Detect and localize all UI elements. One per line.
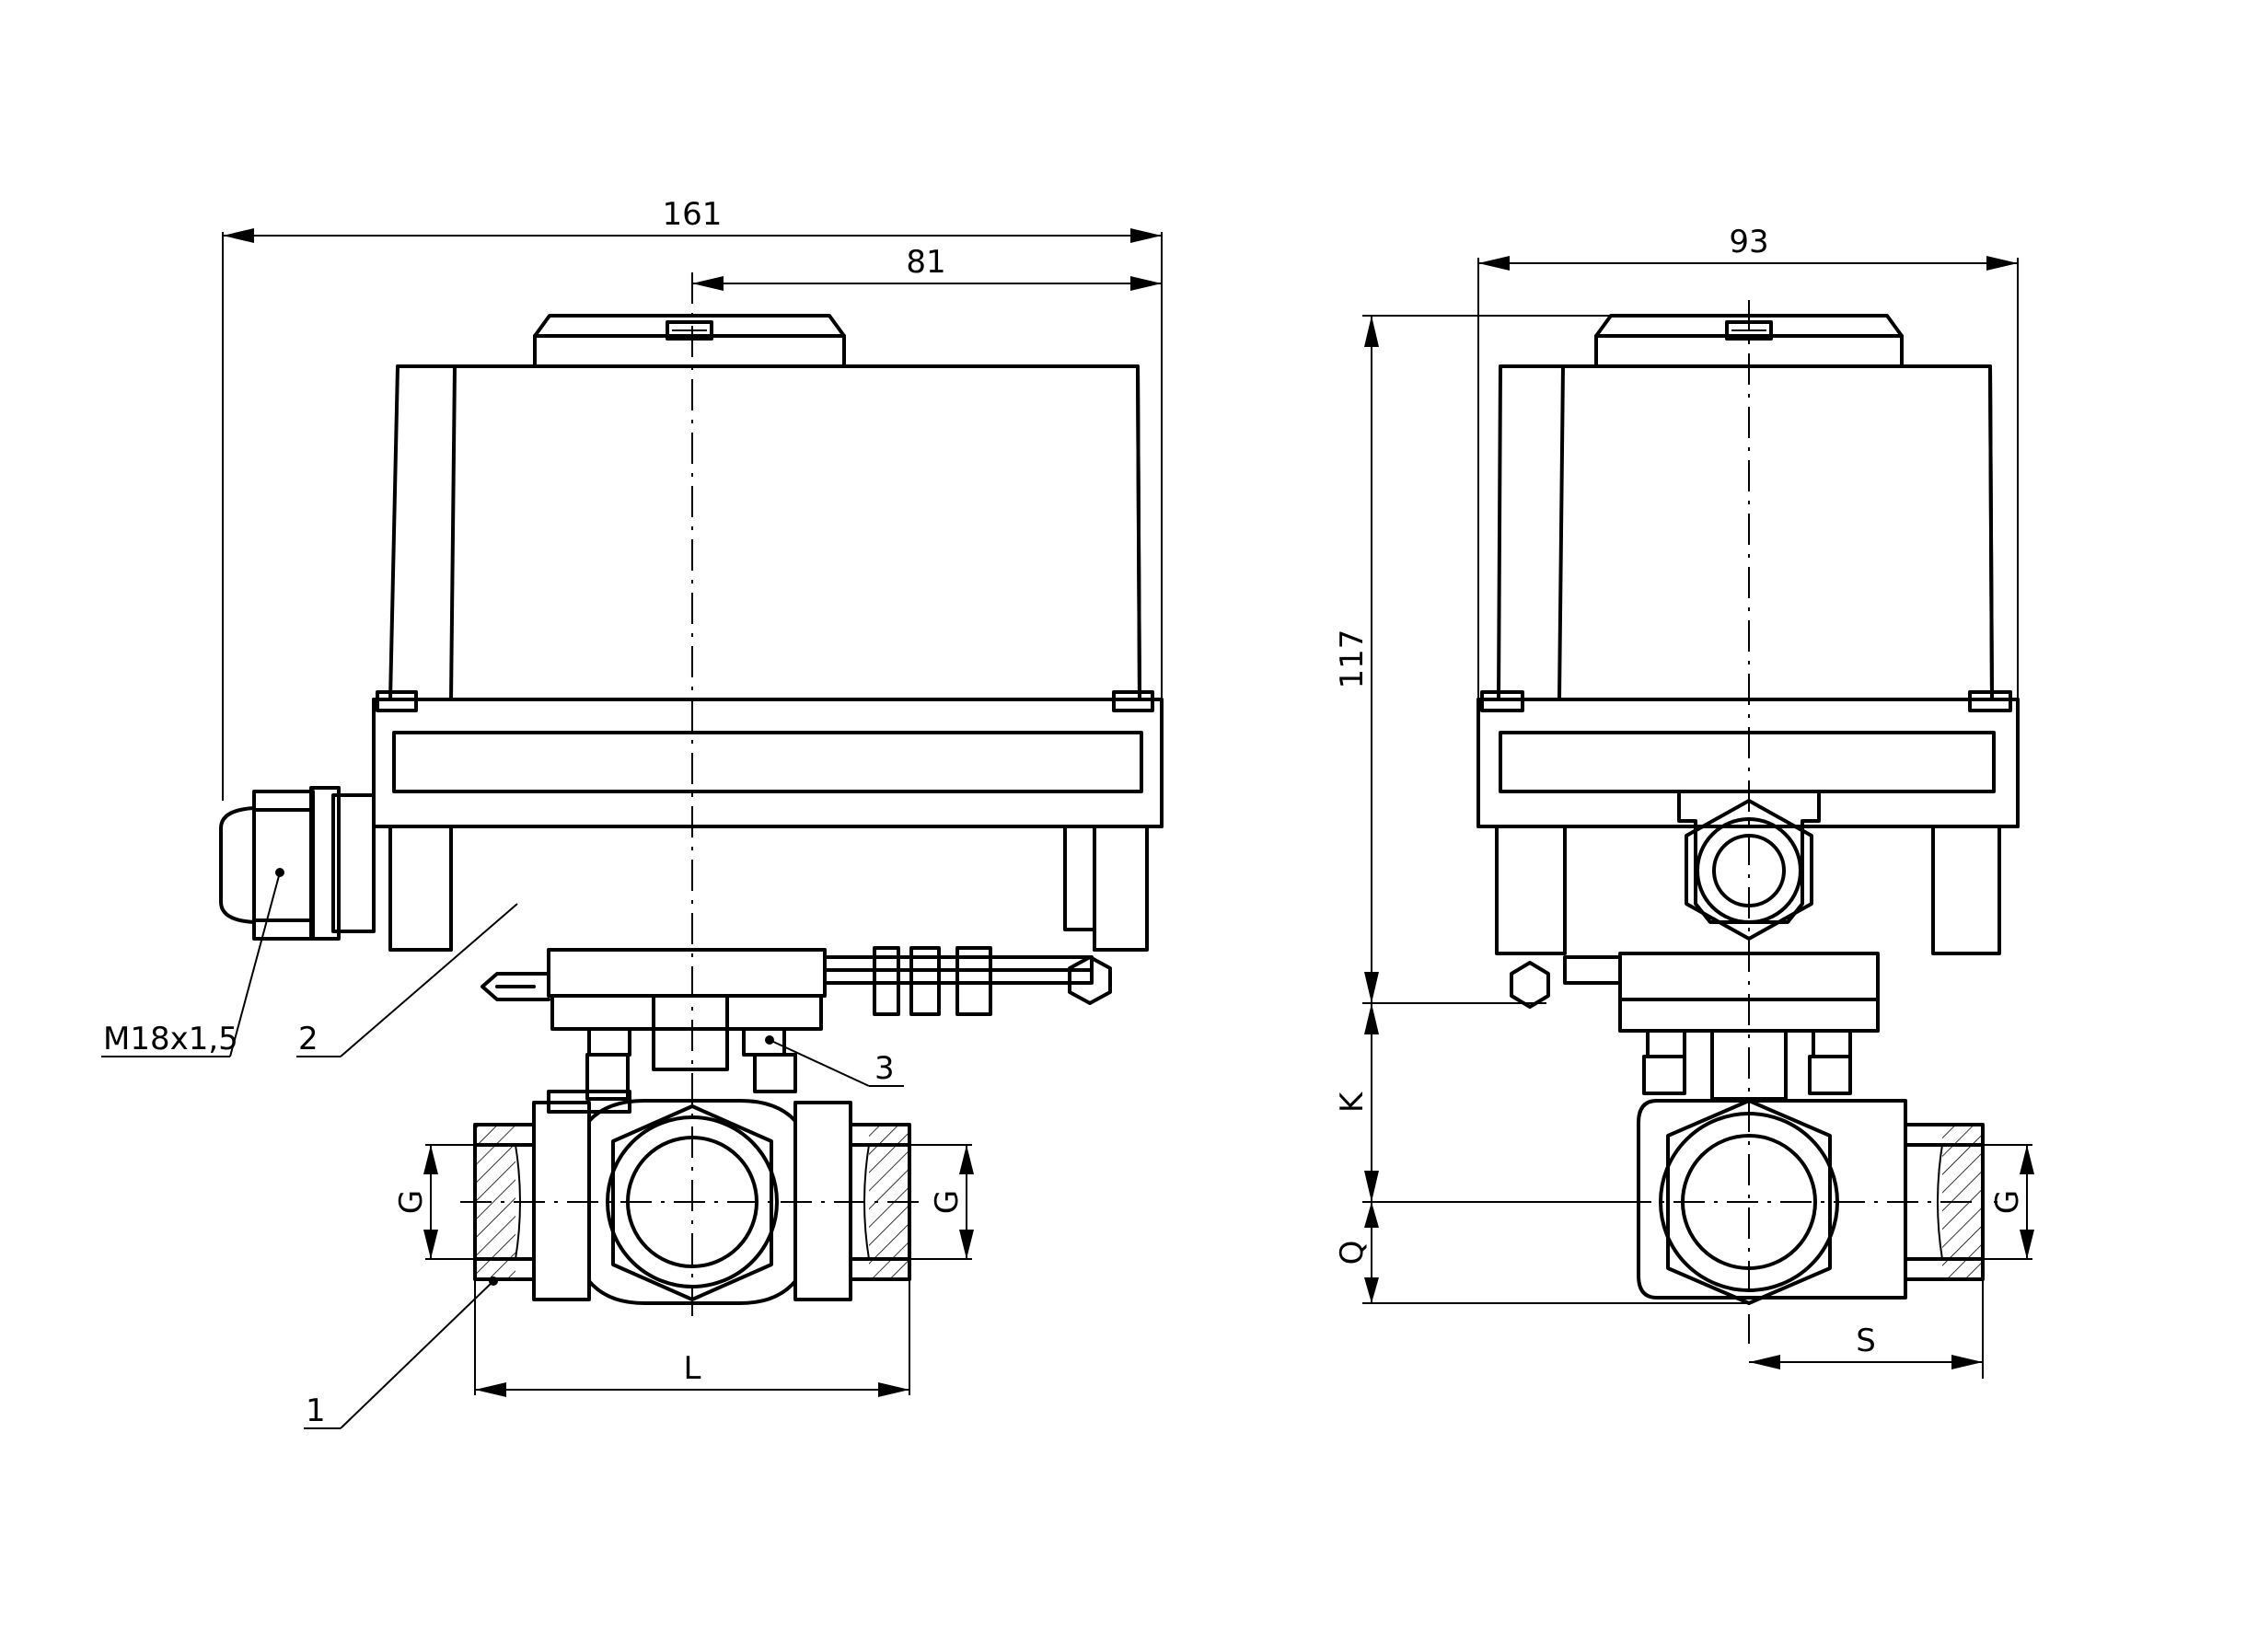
callout-label-1: 1 [306,1392,326,1429]
front-view: 161 81 G G [101,196,1164,1429]
dim-label-k: K [1334,1091,1371,1113]
dim-label-93: 93 [1729,224,1768,260]
callout-label-3: 3 [874,1050,895,1087]
dim-label-g-left: G [393,1190,430,1214]
side-actuator-base [1510,952,1880,1101]
dim-117: 117 [1334,315,1611,1004]
actuator-top-cap [533,314,846,368]
side-housing [1476,364,2020,955]
cable-gland [219,786,376,941]
gland-thread-label: M18x1,5 [103,1021,238,1057]
dim-label-81: 81 [906,244,945,281]
callout-2: 2 [296,903,518,1057]
dim-q: Q [1334,1202,1749,1304]
actuator-housing [372,364,1164,952]
actuator-base [481,946,1112,1101]
dim-label-g-side: G [1989,1190,2026,1214]
callout-label-2: 2 [298,1021,318,1057]
dim-label-s: S [1856,1323,1876,1359]
dim-g-left: G [393,1144,475,1260]
dim-s: S [1749,1279,1984,1379]
dim-label-g-right: G [929,1190,966,1214]
side-view: 93 117 K Q [1334,224,2034,1379]
dim-93: 93 [1477,224,2019,699]
dim-k: K [1334,1003,1638,1203]
dim-g-side: G [1983,1144,2034,1260]
dim-label-161: 161 [663,196,723,233]
dim-81: 81 [692,244,1162,291]
dim-l: L [474,1279,910,1397]
callout-gland-thread: M18x1,5 [101,872,281,1057]
dim-label-l: L [684,1350,701,1387]
callout-3: 3 [769,1039,904,1087]
dim-label-117: 117 [1334,630,1371,689]
dim-label-q: Q [1334,1241,1371,1265]
callout-1: 1 [304,1280,494,1429]
dim-g-right: G [909,1144,974,1260]
dim-161: 161 [222,196,1163,801]
